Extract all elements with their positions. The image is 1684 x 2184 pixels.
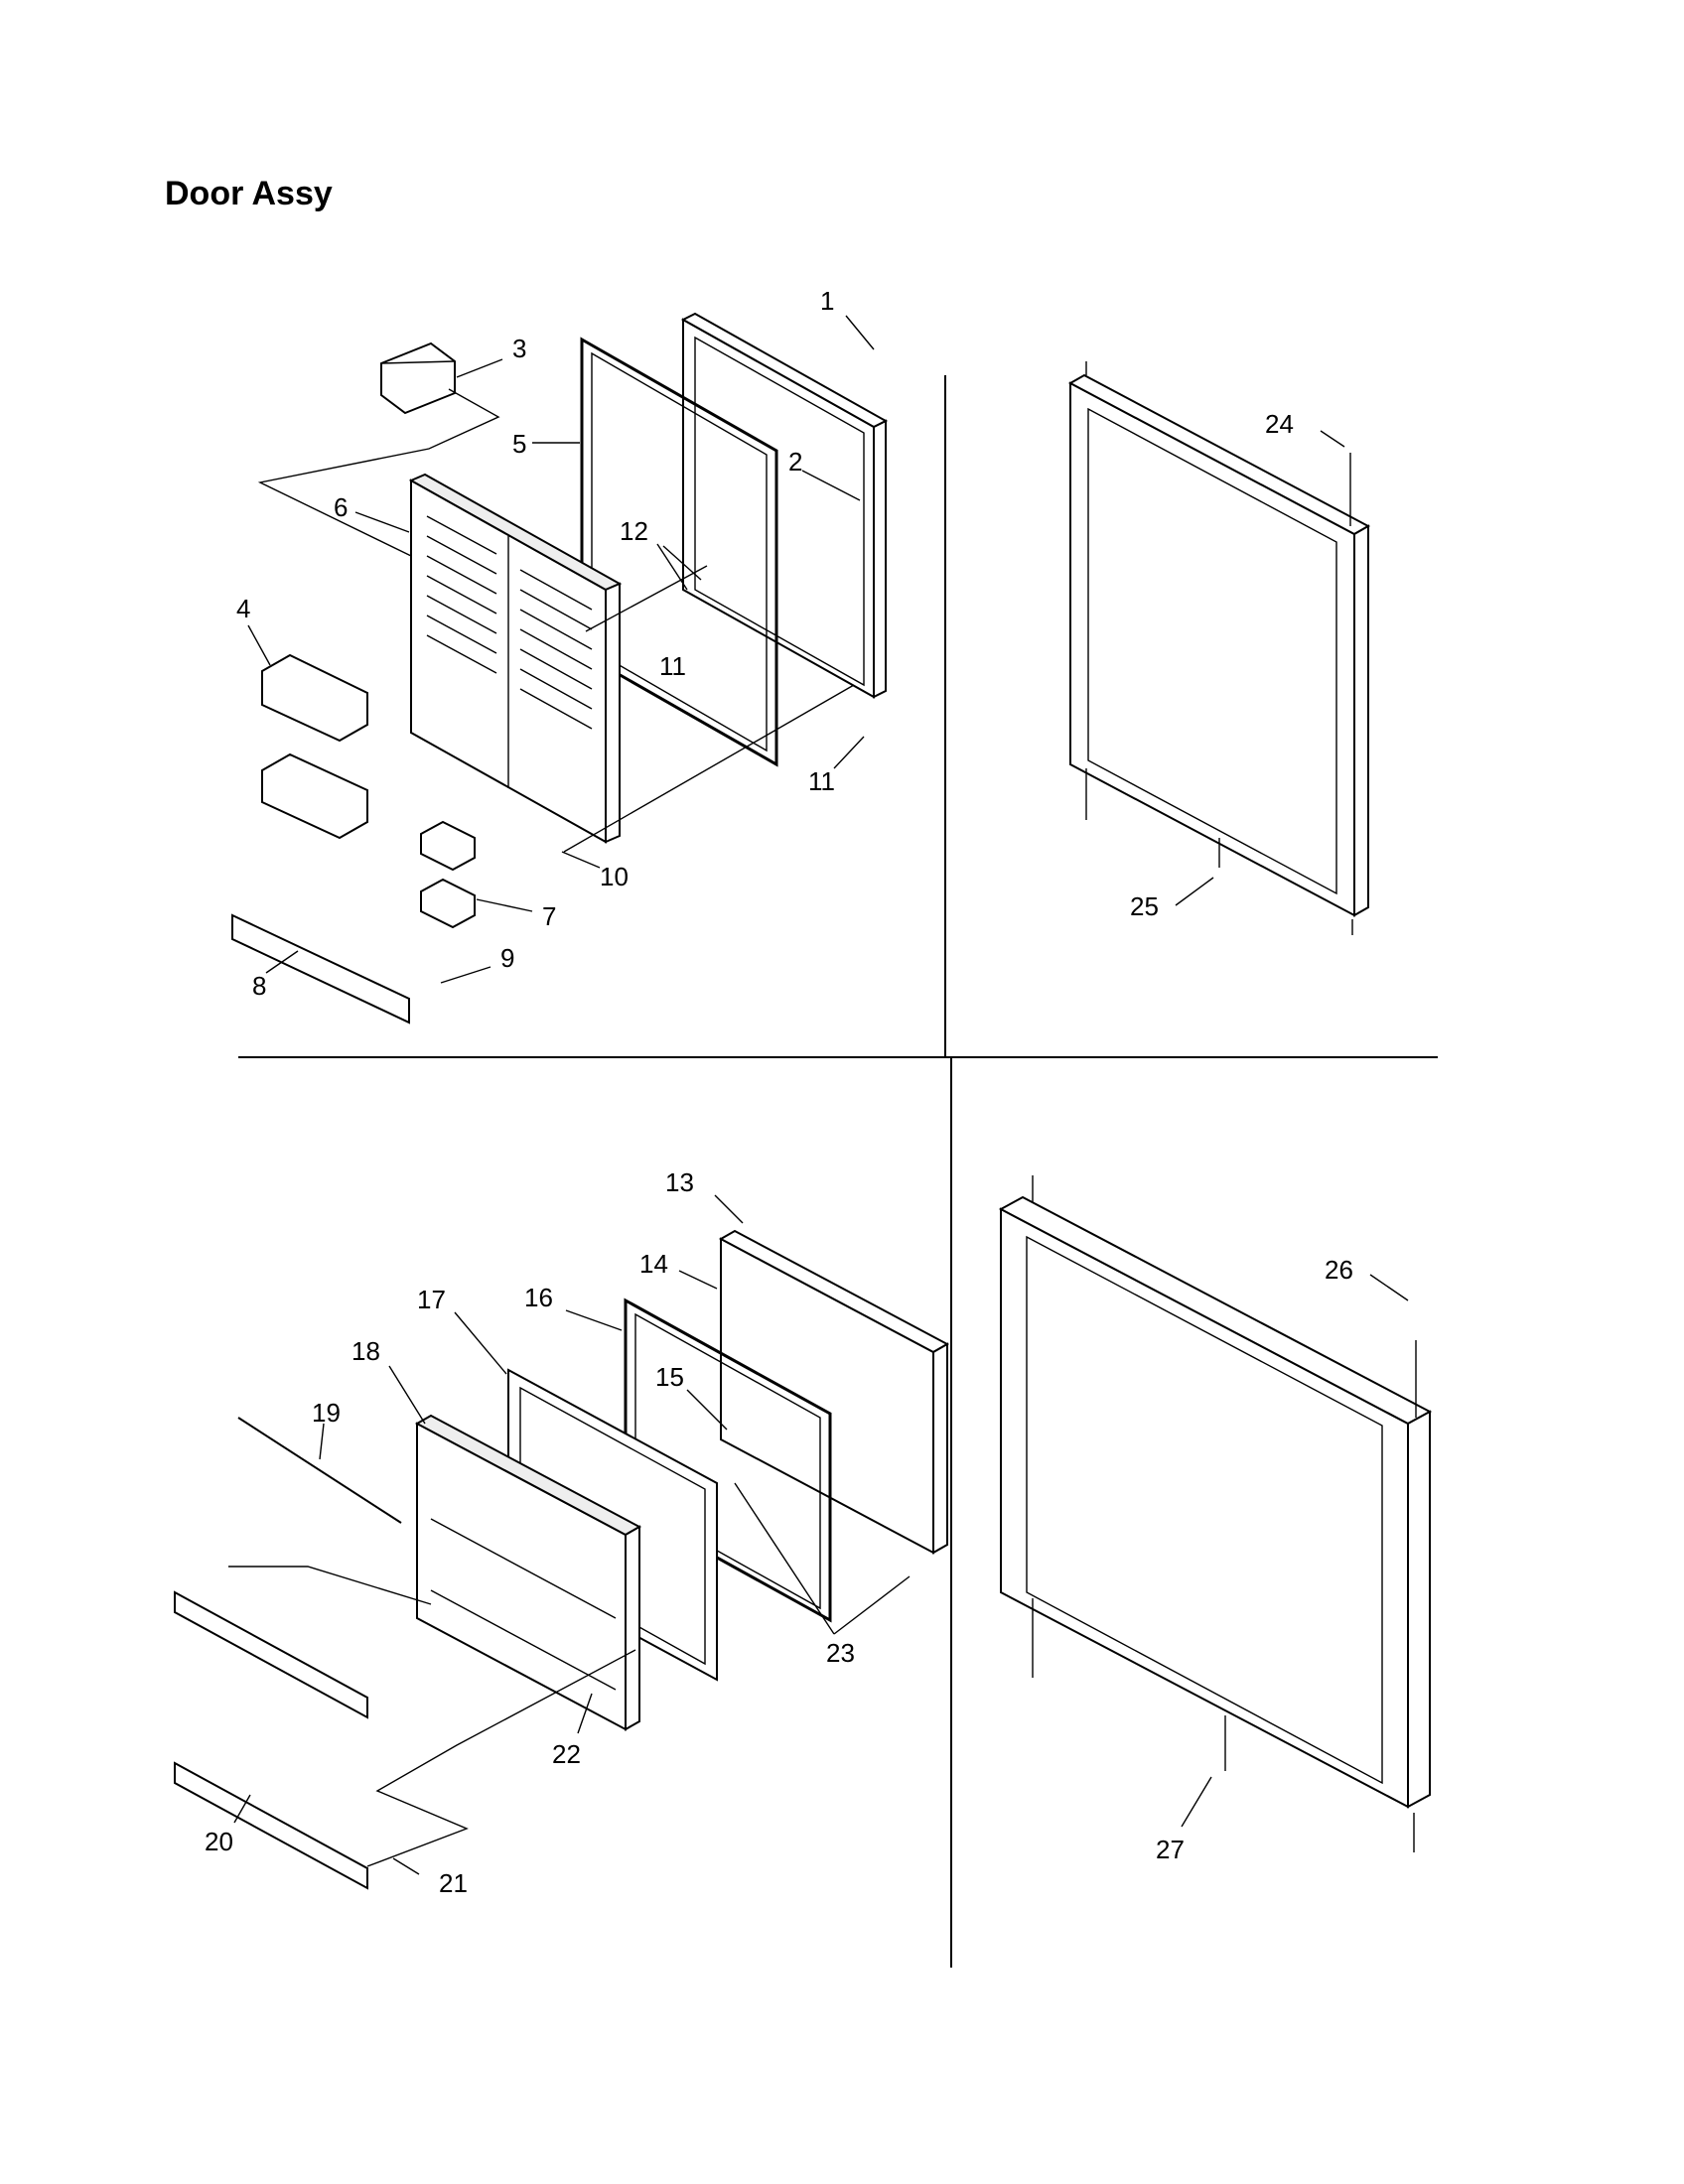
door-gasket bbox=[580, 337, 778, 767]
callout-2: 2 bbox=[788, 447, 802, 477]
drawer-outer-panel bbox=[718, 1229, 950, 1555]
callout-27: 27 bbox=[1156, 1835, 1185, 1864]
small-cups bbox=[420, 820, 476, 929]
door-shelf-rail bbox=[231, 913, 410, 1024]
callout-labels: 1 2 3 4 5 6 7 8 9 10 11 11 12 13 14 15 1… bbox=[205, 286, 1353, 1898]
bottom-right-drawer-frame bbox=[998, 1175, 1433, 1852]
drawer-shelf-rails bbox=[174, 1590, 368, 1890]
liner-shelf-ribs bbox=[426, 515, 593, 730]
callout-19: 19 bbox=[312, 1398, 341, 1428]
callout-11a: 11 bbox=[659, 651, 686, 681]
assembly-line bbox=[585, 565, 708, 632]
door-liner bbox=[408, 473, 623, 844]
page-title: Door Assy bbox=[165, 175, 333, 212]
callout-16: 16 bbox=[524, 1283, 553, 1312]
assembly-line bbox=[563, 684, 855, 853]
callout-18: 18 bbox=[351, 1336, 380, 1366]
assembly-line bbox=[366, 1649, 636, 1867]
callout-23: 23 bbox=[826, 1638, 855, 1668]
callout-3: 3 bbox=[512, 334, 526, 363]
callout-10: 10 bbox=[600, 862, 629, 891]
callout-9: 9 bbox=[500, 943, 514, 973]
drawer-liner bbox=[414, 1414, 642, 1731]
dairy-compartment-door bbox=[380, 341, 456, 415]
callout-22: 22 bbox=[552, 1739, 581, 1769]
outer-door-panel bbox=[680, 312, 889, 699]
callout-15: 15 bbox=[655, 1362, 684, 1392]
callout-5: 5 bbox=[512, 429, 526, 459]
quadrant-dividers bbox=[238, 375, 1438, 1968]
callout-17: 17 bbox=[417, 1285, 446, 1314]
top-left-door-exploded bbox=[231, 312, 889, 1024]
door-bins bbox=[261, 653, 368, 840]
leader-3 bbox=[257, 388, 500, 557]
callout-25: 25 bbox=[1130, 891, 1159, 921]
callout-1: 1 bbox=[820, 286, 834, 316]
callout-20: 20 bbox=[205, 1827, 233, 1856]
bottom-left-drawer-exploded bbox=[174, 1229, 950, 1890]
callout-24: 24 bbox=[1265, 409, 1294, 439]
callout-14: 14 bbox=[639, 1249, 668, 1279]
callout-8: 8 bbox=[252, 971, 266, 1001]
callout-4: 4 bbox=[236, 594, 250, 623]
drawer-rod bbox=[237, 1417, 402, 1524]
callout-12: 12 bbox=[620, 516, 648, 546]
callout-7: 7 bbox=[542, 901, 556, 931]
top-right-door-frame bbox=[1067, 361, 1371, 935]
callout-26: 26 bbox=[1325, 1255, 1353, 1285]
assembly-line bbox=[228, 1566, 432, 1605]
callout-13: 13 bbox=[665, 1167, 694, 1197]
callout-leaders bbox=[233, 315, 1409, 1875]
callout-21: 21 bbox=[439, 1868, 468, 1898]
callout-6: 6 bbox=[334, 492, 348, 522]
callout-11b: 11 bbox=[808, 766, 835, 796]
